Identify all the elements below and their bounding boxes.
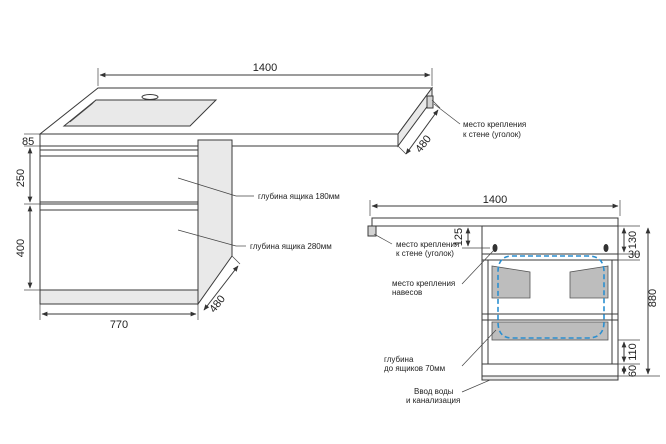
- right-wall-bracket: [367, 225, 377, 237]
- dim-cabinet-width-label: 770: [110, 319, 128, 331]
- drawer1-front: [39, 155, 199, 203]
- drawer1-top-edge: [39, 149, 199, 157]
- note-hinge-line2: навесов: [392, 288, 422, 297]
- hinge-hole-right: [603, 244, 609, 252]
- panel-left: [491, 265, 531, 299]
- note-mount-line1: место крепления: [463, 120, 526, 129]
- wall-bracket: [426, 95, 434, 109]
- dim-60-label: 60: [627, 365, 639, 377]
- drawer2-front: [39, 209, 199, 291]
- note-depth-line2: до ящиков 70мм: [384, 364, 445, 373]
- left-view: 1400 85 250 400 770 480 480 место крепле…: [15, 62, 526, 331]
- dim-right-width-label: 1400: [483, 194, 507, 206]
- dim-width-label: 1400: [253, 62, 277, 74]
- dim-drawer2-label: 400: [15, 239, 27, 257]
- note-depth-line1: глубина: [384, 355, 414, 364]
- dim-880-label: 880: [647, 289, 659, 307]
- panel-right: [569, 265, 609, 299]
- sink-outline-dashed: [497, 255, 605, 339]
- dim-30-label: 30: [628, 249, 640, 261]
- note-right-mount-line2: к стене (уголок): [396, 249, 454, 258]
- right-cabinet: [481, 225, 619, 377]
- dim-drawer1-label: 250: [15, 169, 27, 187]
- dim-125-label: 125: [453, 228, 465, 246]
- note-right-mount-line1: место крепления: [396, 240, 459, 249]
- right-countertop: [371, 217, 619, 227]
- dim-110-label: 110: [627, 343, 639, 361]
- note-water-line1: Ввод воды: [414, 387, 454, 396]
- note-water-line2: и канализация: [406, 396, 460, 405]
- note-drawer2-depth: глубина ящика 280мм: [250, 242, 332, 251]
- panel-bottom: [491, 321, 609, 341]
- right-plinth: [481, 375, 619, 381]
- note-drawer1-depth: глубина ящика 180мм: [258, 192, 340, 201]
- right-view: 1400 130 30 880 11: [367, 194, 660, 405]
- note-mount-line2: к стене (уголок): [463, 130, 521, 139]
- dim-cabinet-depth-label: 480: [207, 293, 228, 315]
- drawer2-top-edge: [39, 203, 199, 211]
- dim-130-label: 130: [627, 231, 639, 249]
- dim-top-depth-label: 480: [413, 133, 434, 155]
- cabinet-side: [197, 139, 233, 306]
- dim-top-thickness-label: 85: [22, 136, 34, 148]
- note-hinge-line1: место крепления: [392, 279, 455, 288]
- faucet-hole: [141, 94, 159, 100]
- cabinet-plinth: [39, 289, 199, 305]
